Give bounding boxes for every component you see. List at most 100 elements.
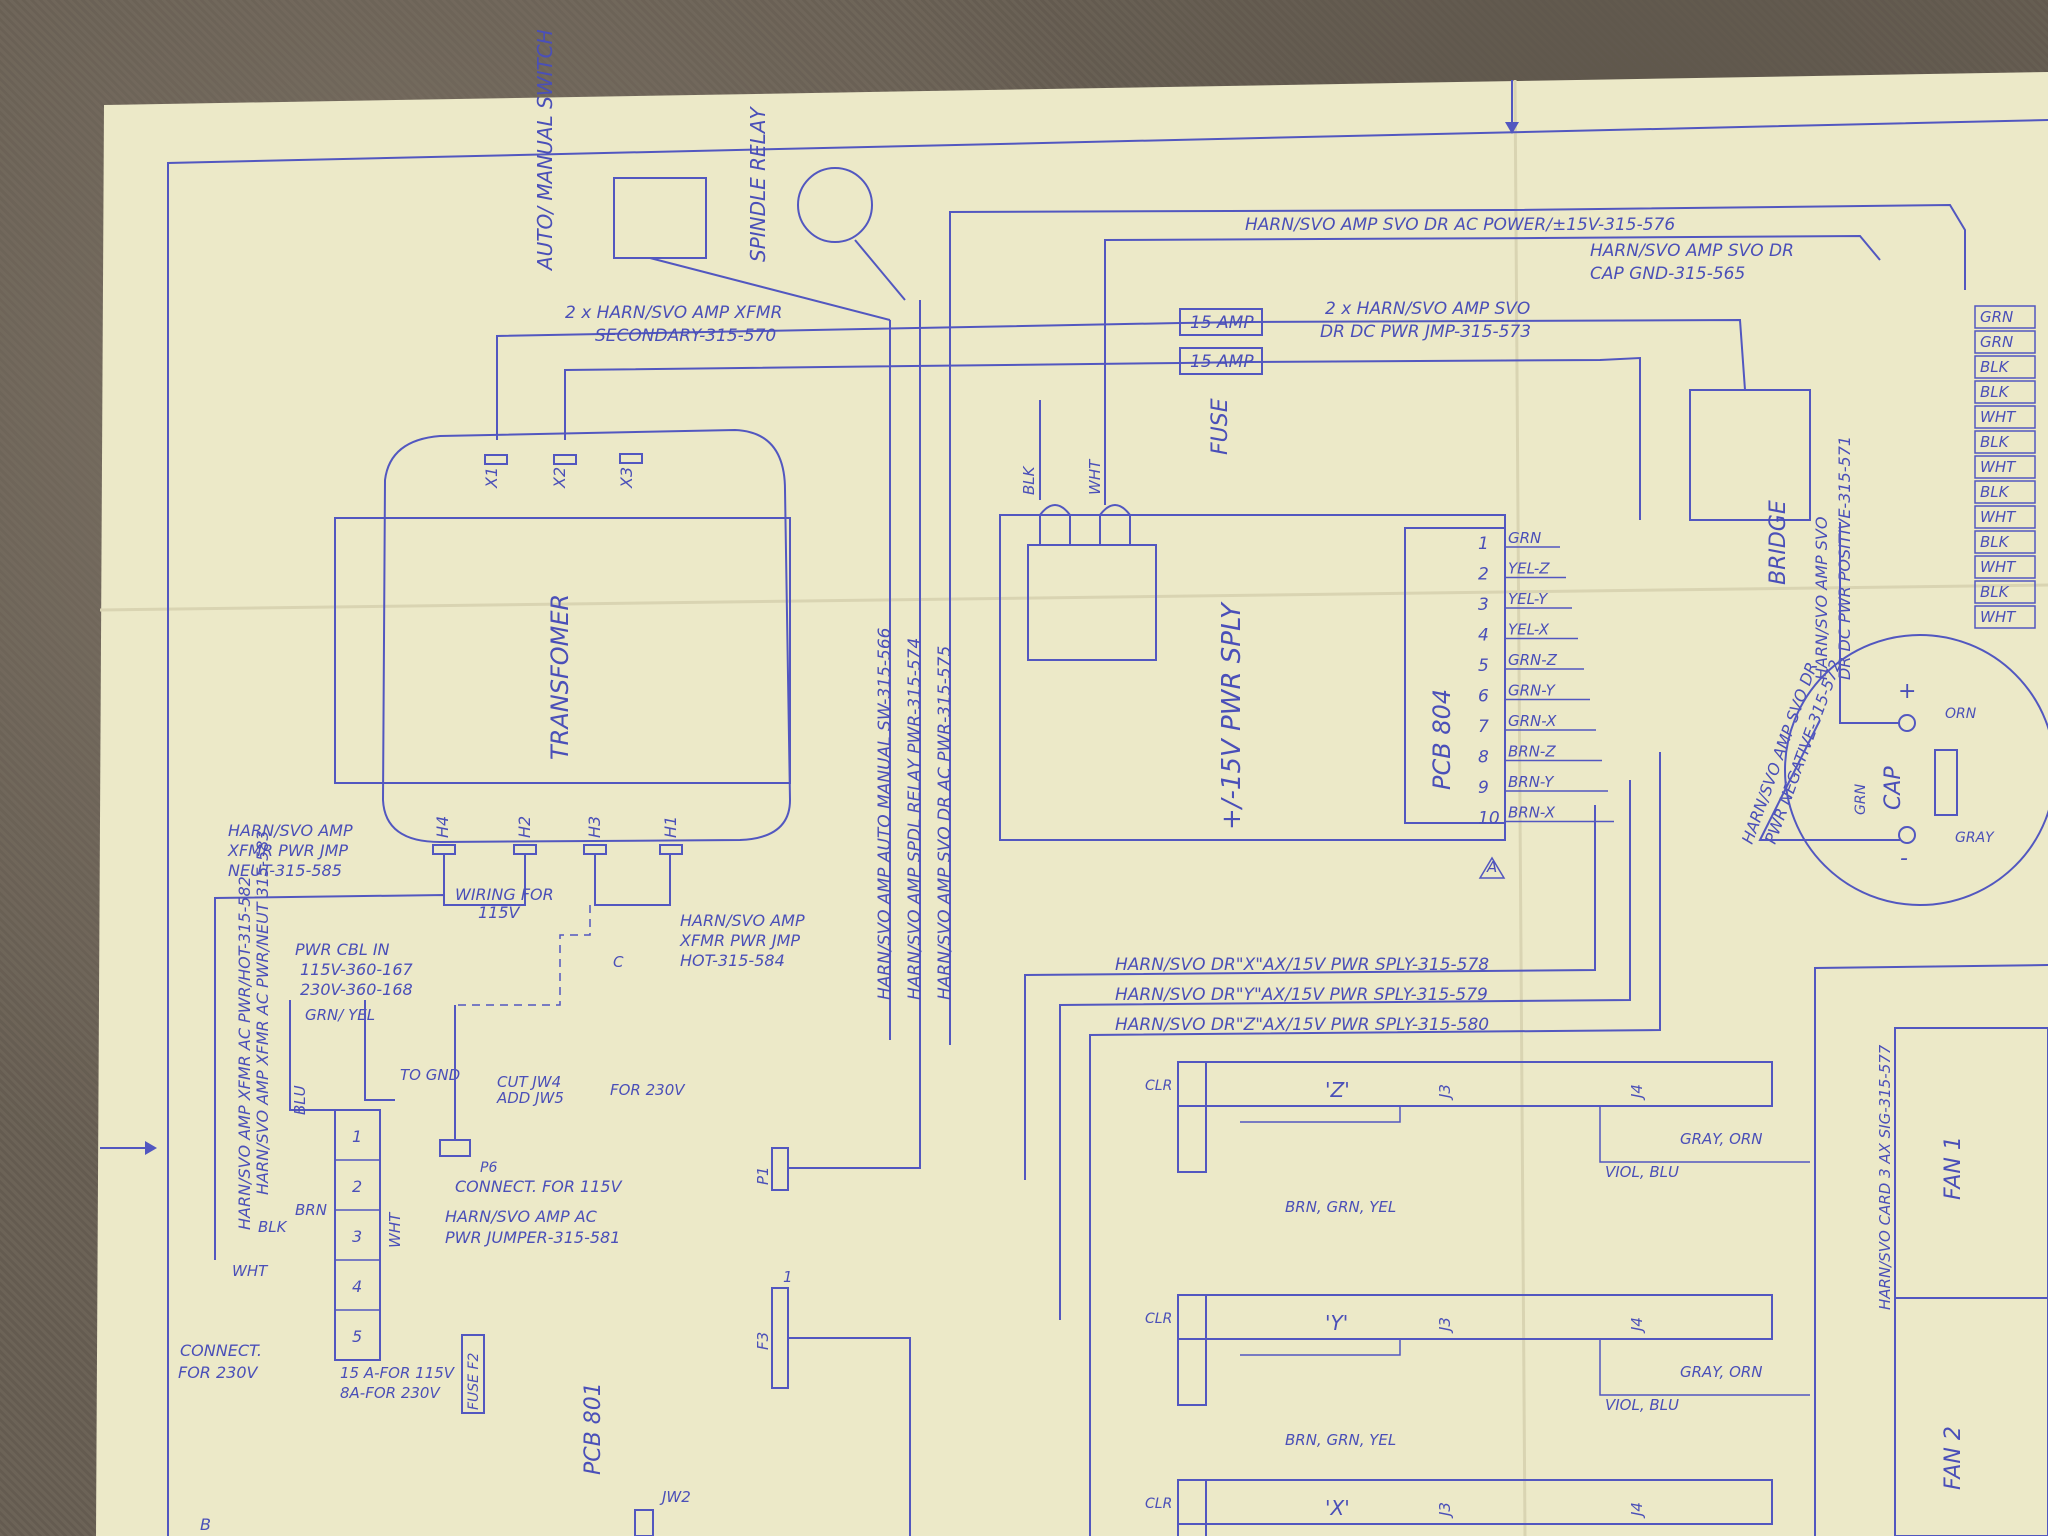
wire-color-label: BRN, GRN, YEL xyxy=(1285,1198,1396,1216)
terminal-label-box xyxy=(1974,605,2036,629)
wire-color-label: BRN, GRN, YEL xyxy=(1285,1431,1396,1449)
note-label: 230V-360-168 xyxy=(300,980,413,999)
pin-number: 2 xyxy=(1478,565,1489,585)
terminal-number: 1 xyxy=(352,1127,362,1146)
harness-label: HARN/SVO CARD 3 AX SIG-315-577 xyxy=(1876,1044,1894,1310)
terminal-label-box xyxy=(1974,355,2036,379)
wire-color-label: CLR xyxy=(1145,1078,1172,1094)
terminal-label-box xyxy=(1974,305,2036,329)
wire-color-label: GRAY xyxy=(1955,830,1995,846)
harness-label: HARN/SVO AMP SVO xyxy=(1812,517,1831,680)
wire xyxy=(788,1337,911,1536)
pin-wire-label: BRN-Z xyxy=(1508,743,1556,761)
tap-label: H2 xyxy=(515,816,534,838)
terminal-label: GRN xyxy=(1980,333,2013,351)
auto-manual-switch-label: AUTO/ MANUAL SWITCH xyxy=(533,29,557,272)
wire xyxy=(564,356,1641,520)
terminal xyxy=(619,453,643,464)
pcb804-label: PCB 804 xyxy=(1428,689,1456,790)
wire xyxy=(289,1000,340,1111)
terminal-label-box xyxy=(1974,505,2036,529)
terminal-label: BLK xyxy=(1980,358,2010,376)
note-label: FOR 230V xyxy=(178,1363,259,1382)
terminal-label-box xyxy=(1974,580,2036,604)
fuse-label: 15 AMP xyxy=(1190,313,1254,333)
transformer-outline xyxy=(381,428,792,844)
harness-label: CAP GND-315-565 xyxy=(1590,264,1745,284)
wire xyxy=(1089,752,1661,1536)
harness-label: HARN/SVO DR"X"AX/15V PWR SPLY-315-578 xyxy=(1115,955,1489,975)
transformer-core xyxy=(334,517,791,784)
wire-color-label: GRAY, ORN xyxy=(1680,1130,1763,1148)
terminal-label: BLK xyxy=(1980,583,2010,601)
wire-color-label: WHT xyxy=(232,1262,269,1280)
pin-number: 6 xyxy=(1478,687,1489,707)
pin-wire-label: YEL-X xyxy=(1508,621,1550,639)
pin-number: 1 xyxy=(1478,534,1489,554)
wire xyxy=(1240,1106,1401,1123)
wire-color-label: VIOL, BLU xyxy=(1605,1396,1679,1414)
terminal-label: BLK xyxy=(1980,383,2010,401)
axis-name: 'X' xyxy=(1325,1496,1350,1520)
wire xyxy=(1599,1106,1810,1163)
wire xyxy=(1240,1339,1401,1356)
wire xyxy=(214,893,445,1260)
note-label: 115V-360-167 xyxy=(300,960,414,979)
wire-color-label: BLK xyxy=(258,1218,288,1236)
terminal xyxy=(484,454,508,465)
note-label: CONNECT. FOR 115V xyxy=(455,1177,623,1196)
terminal-label: WHT xyxy=(1980,608,2017,626)
harness-label: 115V xyxy=(478,903,521,922)
harness-label: 2 x HARN/SVO AMP XFMR xyxy=(565,303,782,323)
wire xyxy=(364,1000,395,1101)
axis-connector xyxy=(1177,1479,1207,1536)
harness-label: 2 x HARN/SVO AMP SVO xyxy=(1325,299,1530,319)
paper-fold xyxy=(99,583,2048,612)
terminal-label: BLK xyxy=(1980,483,2010,501)
transformer-label: TRANSFOMER xyxy=(546,594,574,760)
terminal-number: 2 xyxy=(352,1177,362,1196)
wire-color-label: WHT xyxy=(1086,458,1104,495)
note-label: CONNECT. xyxy=(180,1341,262,1360)
pin-number: 5 xyxy=(1478,656,1489,676)
pin-number: 3 xyxy=(1478,595,1489,615)
fan-2-label: FAN 2 xyxy=(1941,1426,1966,1490)
fuse-box xyxy=(1179,347,1263,375)
harness-label: HARN/SVO AMP SVO DR AC PWR-315-575 xyxy=(935,646,955,1000)
auto-manual-switch-box xyxy=(613,177,707,259)
connector-label: J3 xyxy=(1436,1084,1454,1101)
terminal-label-box xyxy=(1974,430,2036,454)
bridge-label: BRIDGE xyxy=(1766,500,1791,585)
terminal-label: WHT xyxy=(1980,458,2017,476)
terminal-label-box xyxy=(1974,480,2036,504)
harness-label: HARN/SVO AMP XFMR AC PWR/NEUT 315-583 xyxy=(253,830,272,1195)
wire xyxy=(1814,964,2048,1536)
wire-color-label: ORN xyxy=(1945,706,1977,722)
terminal-label: BLK xyxy=(1980,533,2010,551)
wire-color-label: BLK xyxy=(1020,465,1038,495)
note-label: CUT JW4 xyxy=(497,1073,561,1091)
pin-number: 10 xyxy=(1478,809,1500,829)
bridge-box xyxy=(1689,389,1811,521)
note-label: FOR 230V xyxy=(610,1081,686,1099)
wire xyxy=(949,203,1966,340)
connector-label: J3 xyxy=(1436,1502,1454,1519)
harness-label: NEUT-315-585 xyxy=(228,861,342,880)
terminal xyxy=(553,454,577,465)
wire xyxy=(1059,780,1631,1320)
wire xyxy=(788,1040,921,1169)
axis-name: 'Y' xyxy=(1325,1311,1348,1335)
note-label: ADD JW5 xyxy=(496,1089,564,1107)
note-label: HARN/SVO AMP AC xyxy=(445,1207,598,1226)
pin-wire-label: GRN-Y xyxy=(1508,682,1557,700)
terminal-label-box xyxy=(1974,455,2036,479)
wire-color-label: VIOL, BLU xyxy=(1605,1163,1679,1181)
tap-label: X1 xyxy=(482,467,501,489)
pin-label: 1 xyxy=(783,1268,793,1286)
axis-name: 'Z' xyxy=(1325,1078,1350,1102)
harness-label: HARN/SVO AMP SVO DR xyxy=(1590,241,1794,261)
terminal-label: WHT xyxy=(1980,408,2017,426)
